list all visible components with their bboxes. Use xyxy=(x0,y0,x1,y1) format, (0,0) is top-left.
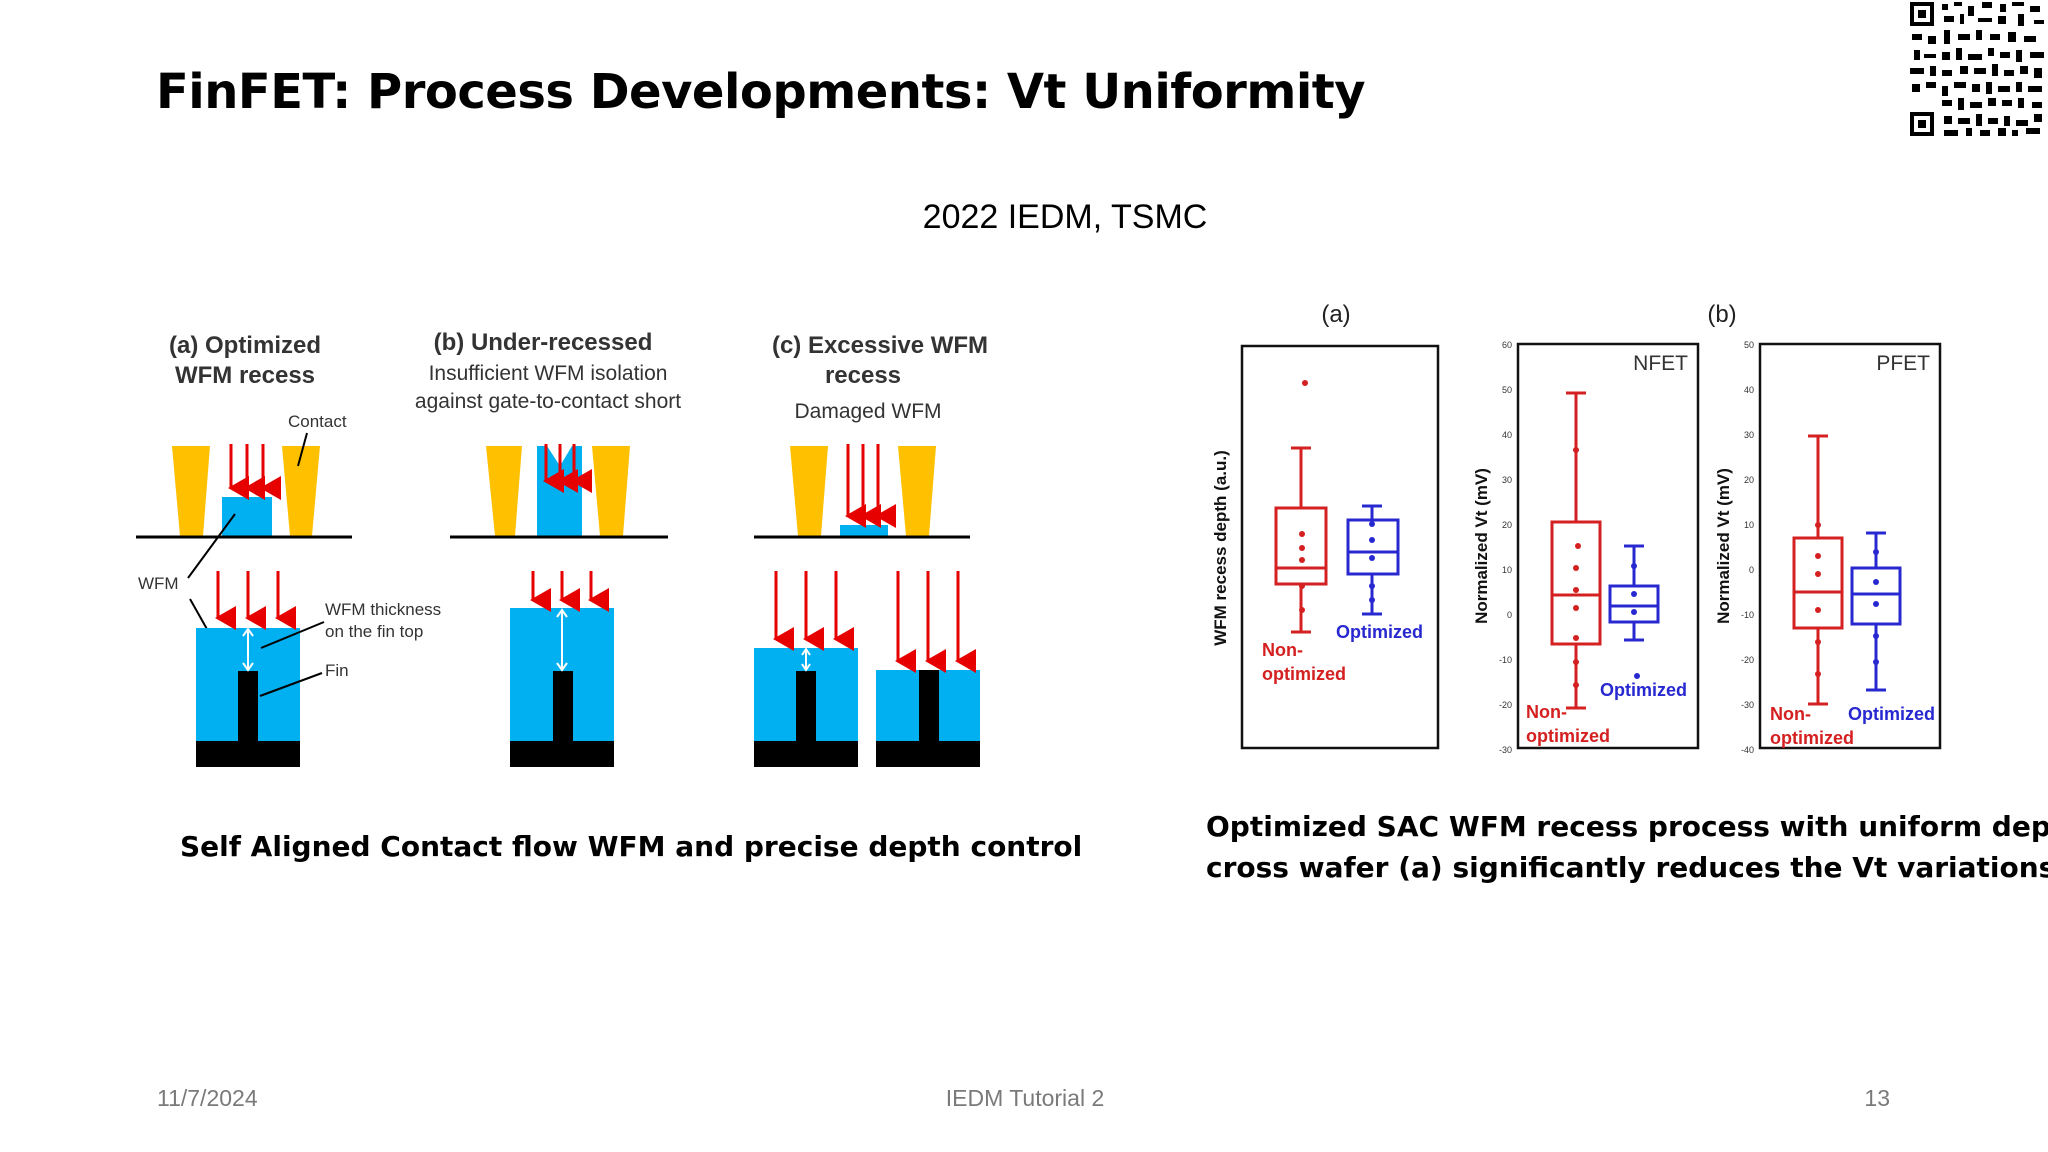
nfet-ytick: 30 xyxy=(1502,475,1512,485)
nfet-ytick: 20 xyxy=(1502,520,1512,530)
panel-b-title: (b) Under-recessed xyxy=(434,329,653,356)
wfm-block xyxy=(840,525,888,536)
plot-pfet-label-optimized: Optimized xyxy=(1848,704,1935,724)
pfet-ytick: -20 xyxy=(1741,655,1754,665)
plot-pfet-label-non-optimized: Non-optimized xyxy=(1770,704,1854,748)
plot-pfet-title: PFET xyxy=(1876,352,1930,375)
substrate xyxy=(510,741,614,767)
substrate xyxy=(876,741,980,767)
pfet-ytick: -40 xyxy=(1741,745,1754,755)
plot-nfet-frame xyxy=(1516,342,1700,750)
plot-pfet-box-optimized xyxy=(1850,531,1902,692)
nfet-ytick: 60 xyxy=(1502,340,1512,350)
footer-title: IEDM Tutorial 2 xyxy=(945,1085,1105,1111)
fin xyxy=(919,670,939,756)
plot-nfet-label-optimized: Optimized xyxy=(1600,680,1687,700)
pfet-ytick: 0 xyxy=(1749,565,1754,575)
fin xyxy=(796,671,816,756)
figure-label-a: (a) xyxy=(1321,301,1350,328)
contact-shape xyxy=(282,446,320,536)
pfet-ytick: 50 xyxy=(1744,340,1754,350)
fin-label: Fin xyxy=(325,661,349,680)
pfet-ytick: 20 xyxy=(1744,475,1754,485)
wfm-label: WFM xyxy=(138,574,179,593)
panel-c-description: Damaged WFM xyxy=(794,400,941,423)
plot-nfet-label-non-optimized: Non-optimized xyxy=(1526,702,1610,746)
nfet-ytick: -30 xyxy=(1499,745,1512,755)
pfet-ytick: 10 xyxy=(1744,520,1754,530)
vt-boxplots: (a) (b) WFM recess depth (a.u.) Non-opti… xyxy=(1211,301,1942,755)
nfet-ytick: -10 xyxy=(1499,655,1512,665)
pfet-ytick: -30 xyxy=(1741,700,1754,710)
plot-nfet-box-optimized xyxy=(1608,544,1660,642)
nfet-ytick: 50 xyxy=(1502,385,1512,395)
contact-shape xyxy=(592,446,630,536)
figure-label-b: (b) xyxy=(1707,301,1736,328)
qr-code xyxy=(1908,0,2048,140)
caption-left: Self Aligned Contact flow WFM and precis… xyxy=(180,830,1083,863)
plot-a-label-optimized: Optimized xyxy=(1336,622,1423,642)
nfet-ytick: -20 xyxy=(1499,700,1512,710)
caption-right-line: Optimized SAC WFM recess process with un… xyxy=(1206,810,2048,843)
plot-pfet-box-non-optimized xyxy=(1792,434,1844,706)
plot-a-box-optimized xyxy=(1346,504,1400,616)
caption-right-line: cross wafer (a) significantly reduces th… xyxy=(1206,851,2048,884)
plot-a-ylabel: WFM recess depth (a.u.) xyxy=(1211,450,1230,646)
contact-shape xyxy=(486,446,522,536)
contact-label: Contact xyxy=(288,412,347,431)
plot-nfet-title: NFET xyxy=(1633,352,1688,375)
nfet-ytick: 0 xyxy=(1507,610,1512,620)
plot-a-label-non-optimized: Non-optimized xyxy=(1262,640,1346,684)
fin xyxy=(238,671,258,756)
footer-date: 11/7/2024 xyxy=(157,1085,258,1111)
source-citation: 2022 IEDM, TSMC xyxy=(922,198,1208,236)
page-number: 13 xyxy=(1864,1085,1890,1111)
plot-pfet-frame xyxy=(1758,342,1942,750)
slide-title: FinFET: Process Developments: Vt Uniform… xyxy=(156,64,1366,120)
plot-nfet-box-non-optimized xyxy=(1550,391,1602,710)
nfet-ytick: 40 xyxy=(1502,430,1512,440)
plot-pfet-ylabel: Normalized Vt (mV) xyxy=(1714,468,1733,624)
contact-shape xyxy=(172,446,210,536)
fin xyxy=(553,671,573,756)
caption-right: Optimized SAC WFM recess process with un… xyxy=(1206,806,2048,888)
substrate xyxy=(754,741,858,767)
pfet-ytick: -10 xyxy=(1741,610,1754,620)
wfm-block xyxy=(222,497,272,536)
plot-a-box-non-optimized xyxy=(1274,446,1328,634)
pfet-ytick: 30 xyxy=(1744,430,1754,440)
nfet-ytick: 10 xyxy=(1502,565,1512,575)
plot-nfet-ylabel: Normalized Vt (mV) xyxy=(1472,468,1491,624)
contact-shape xyxy=(790,446,828,536)
substrate xyxy=(196,741,300,767)
pfet-ytick: 40 xyxy=(1744,385,1754,395)
plot-a-frame xyxy=(1240,344,1440,750)
contact-shape xyxy=(898,446,936,536)
